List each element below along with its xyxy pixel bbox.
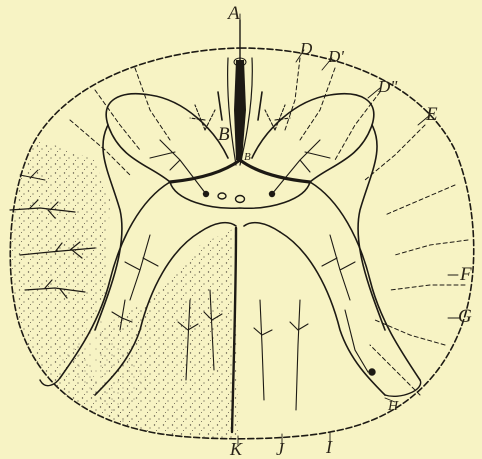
label-A: A: [226, 3, 240, 24]
figure-labels: A D D' D" E B B F G H I J K: [218, 3, 472, 459]
label-D-double-prime: D": [377, 77, 398, 96]
label-H: H: [387, 399, 399, 414]
stippled-regions: [10, 140, 238, 440]
label-F: F: [459, 264, 472, 285]
label-I: I: [325, 437, 333, 457]
central-canal: [236, 196, 245, 203]
anterior-fissure: [228, 20, 253, 165]
label-D-prime: D': [327, 47, 344, 66]
label-B-right: B: [244, 151, 251, 163]
label-E: E: [425, 104, 438, 125]
central-canal-left: [218, 193, 226, 199]
label-leaders: [238, 14, 460, 446]
label-G: G: [458, 306, 472, 327]
label-B-left: B: [218, 124, 230, 145]
central-commissure: [170, 160, 310, 208]
label-J: J: [276, 439, 285, 459]
label-D: D: [299, 39, 313, 58]
label-K: K: [229, 439, 243, 459]
